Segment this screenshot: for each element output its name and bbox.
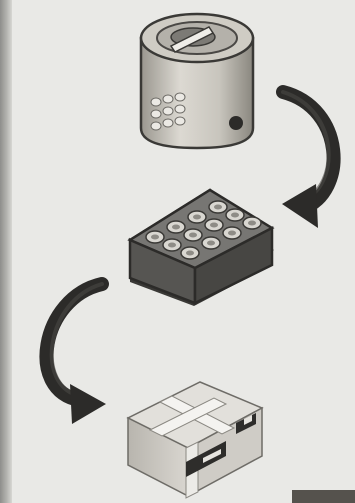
vial-rack-icon	[130, 190, 272, 306]
storage-canister-icon	[141, 14, 253, 148]
curved-arrow-right	[282, 92, 334, 228]
curved-arrow-left	[46, 284, 106, 424]
page-corner-tab	[292, 490, 355, 503]
canister-port	[229, 116, 243, 130]
shipping-box-icon	[128, 382, 262, 498]
canister-vial-grid	[151, 93, 185, 130]
